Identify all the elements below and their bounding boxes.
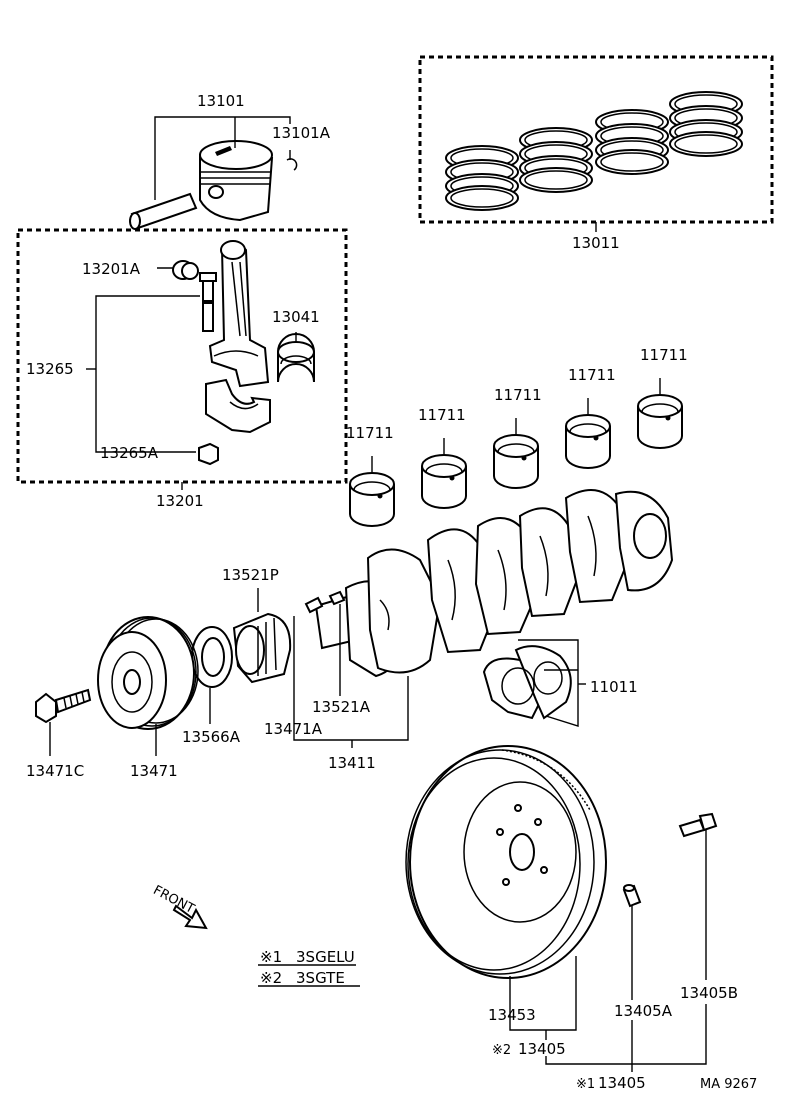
label-rod-bolt: 13265 [26,360,74,378]
main-bearing-shell [637,378,683,449]
piston-ring-stack [519,127,593,193]
pulley-bolt [35,688,92,756]
label-main-bearing-5: 11711 [640,346,688,364]
piston-group [129,116,298,230]
rod-bolt [199,272,217,332]
snap-ring [286,158,298,171]
label-crankshaft: 13411 [328,754,376,772]
label-piston-snap-ring: 13101A [272,124,331,142]
drawing-number: MA 9267 [700,1077,757,1092]
label-flywheel-2: 13405 [518,1040,566,1058]
label-main-bearing-4: 11711 [568,366,616,384]
piston [199,140,274,222]
label-crank-pulley: 13471 [130,762,178,780]
label-pulley-bolt: 13471C [26,762,84,780]
label-oil-seal: 13566A [182,728,241,746]
piston-ring-stack [445,145,519,211]
main-bearing-shell [421,438,467,509]
connecting-rod-group [16,228,348,490]
flywheel [405,745,607,979]
connecting-rod [208,240,270,388]
crank-keys [304,590,346,614]
label-main-bearing-2: 11711 [418,406,466,424]
piston-ring-stack [669,91,743,157]
oil-seal [191,626,233,724]
main-bearings-group [349,378,683,527]
legend-text-1: 3SGELU [296,948,355,966]
front-arrow-icon [172,904,208,930]
label-ring-gear: 13453 [488,1006,536,1024]
label-main-bearing-3: 11711 [494,386,542,404]
label-pulley-key: 13521A [312,698,371,716]
label-piston: 13101 [197,92,245,110]
main-bearing-shell [565,398,611,469]
label-timing-pulley: 13521P [222,566,279,584]
label-main-bearing-1: 11711 [346,424,394,442]
label-crank-key: 13471A [264,720,323,738]
flywheel-bolt [678,812,718,980]
piston-ring-stack [595,109,669,175]
rod-bearing [277,333,315,383]
rod-cap [205,378,271,434]
legend-mark-2: ※2 [260,969,282,987]
ring-set-group [418,55,774,232]
label-front: FRONT [150,883,196,917]
label-thrust-washer: 11011 [590,678,638,696]
label-flywheel-bolt: 13405B [680,984,738,1002]
label-rod-bearing: 13041 [272,308,320,326]
piston-pin [129,192,198,230]
crank-pulley [97,616,199,756]
label-rod-nut: 13265A [100,444,159,462]
label-flywheel-1-mark: ※1 [576,1077,595,1092]
legend: ※1 3SGELU ※2 3SGTE [260,948,355,987]
label-flywheel-2-mark: ※2 [492,1043,511,1058]
legend-text-2: 3SGTE [296,969,345,987]
label-flywheel-pin: 13405A [614,1002,673,1020]
legend-mark-1: ※1 [260,948,282,966]
label-flywheel-1: 13405 [598,1074,646,1092]
crankshaft [314,489,674,678]
rod-nut [198,442,219,466]
label-rod-bushing: 13201A [82,260,141,278]
rod-bushing [172,260,199,280]
main-bearing-shell [493,418,539,489]
main-bearing-shell [349,456,395,527]
flywheel-pin [622,884,642,1000]
timing-pulley [232,588,292,684]
label-ring-set: 13011 [572,234,620,252]
thrust-washers [482,645,572,720]
label-rod-assembly: 13201 [156,492,204,510]
connecting-rod-box [16,228,348,484]
